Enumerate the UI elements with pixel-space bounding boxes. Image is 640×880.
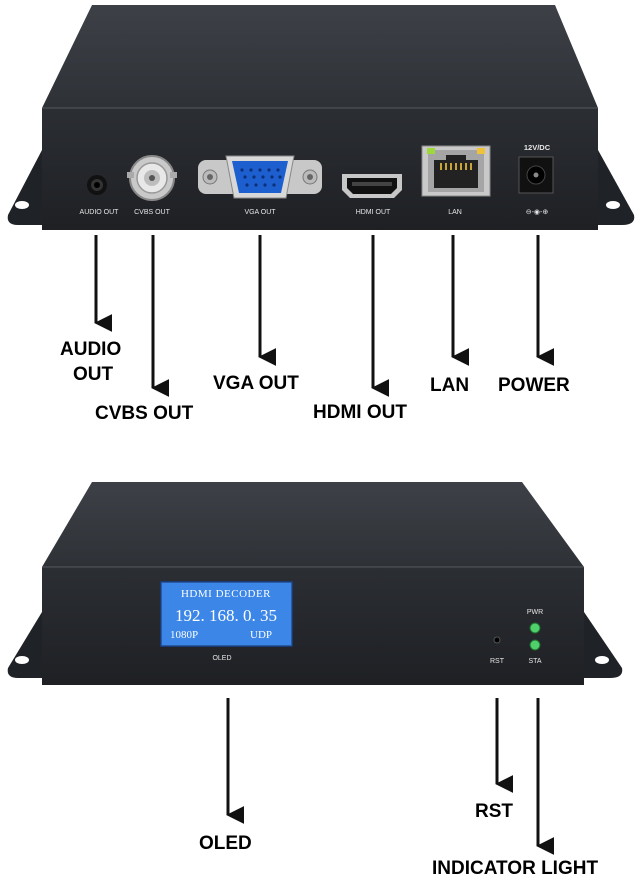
dc-power-jack	[518, 156, 554, 194]
cvbs-port-label: CVBS OUT	[134, 209, 171, 216]
indicator-callout: INDICATOR LIGHT	[432, 858, 598, 879]
left-mounting-ear-front	[7, 612, 44, 678]
sta-led	[529, 639, 541, 651]
lan-connector	[421, 145, 491, 197]
lan-port-label: LAN	[448, 209, 462, 216]
top-device-lid	[42, 5, 598, 108]
bottom-device-lid	[42, 482, 584, 567]
hdmi-port-label: HDMI OUT	[356, 209, 391, 216]
right-front-ear-hole	[595, 656, 609, 664]
audio-jack	[87, 175, 107, 195]
audio-callout-line1: AUDIO	[60, 339, 121, 360]
oled-panel-label: OLED	[212, 655, 231, 662]
right-mounting-ear	[596, 150, 635, 225]
oled-display	[160, 581, 293, 647]
power-rating-label: 12V/DC	[524, 143, 551, 152]
oled-callout: OLED	[199, 833, 252, 854]
polarity-symbol: ⊖-◉-⊕	[526, 209, 549, 216]
left-ear-hole	[15, 201, 29, 209]
hdmi-callout: HDMI OUT	[313, 402, 407, 423]
oled-line-2: 192. 168. 0. 35	[175, 606, 277, 625]
front-panel	[42, 567, 584, 685]
audio-port-label: AUDIO OUT	[80, 209, 120, 216]
vga-connector	[198, 155, 322, 199]
rst-callout: RST	[475, 801, 513, 822]
vga-port-label: VGA OUT	[244, 209, 276, 216]
rst-panel-label: RST	[490, 658, 505, 665]
oled-line-3-right: UDP	[250, 629, 272, 641]
top-device: AUDIO OUT CVBS OUT VGA OUT	[7, 5, 635, 230]
bnc-connector	[127, 155, 177, 201]
oled-line-3-left: 1080P	[170, 629, 198, 641]
reset-hole	[493, 636, 501, 644]
hdmi-connector	[342, 174, 402, 198]
sta-panel-label: STA	[528, 658, 541, 665]
right-mounting-ear-front	[584, 612, 623, 678]
left-front-ear-hole	[15, 656, 29, 664]
vga-callout: VGA OUT	[213, 373, 299, 394]
left-mounting-ear	[7, 150, 44, 225]
cvbs-callout: CVBS OUT	[95, 403, 194, 424]
bottom-callout-arrows	[226, 698, 555, 855]
pwr-led	[529, 622, 541, 634]
audio-callout-line2: OUT	[73, 364, 114, 385]
power-callout: POWER	[498, 375, 570, 396]
bottom-device: HDMI DECODER 192. 168. 0. 35 1080P UDP O…	[7, 482, 623, 685]
right-ear-hole	[606, 201, 620, 209]
pwr-panel-label: PWR	[527, 609, 543, 616]
top-callout-arrows	[94, 235, 555, 397]
oled-line-1: HDMI DECODER	[181, 588, 271, 600]
lan-callout: LAN	[430, 375, 469, 396]
